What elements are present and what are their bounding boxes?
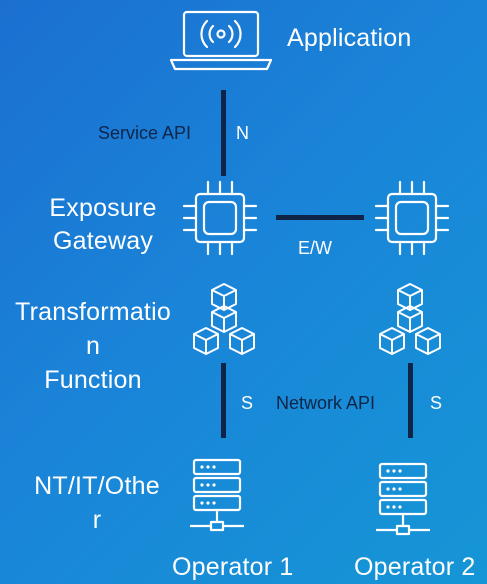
operator-2-gateway-chip-icon bbox=[370, 176, 454, 260]
n-connector-line bbox=[221, 90, 226, 176]
s-left-connector-line bbox=[221, 363, 226, 438]
nt-it-other-label-line-1: NT/IT/Othe bbox=[34, 472, 160, 500]
operator-1-label: Operator 1 bbox=[172, 553, 294, 581]
nt-it-other-label-line-2: r bbox=[92, 506, 102, 534]
s-left-label: S bbox=[241, 393, 254, 413]
operator-2-cubes-icon bbox=[374, 280, 446, 358]
operator-2-server-icon bbox=[374, 460, 450, 546]
operator-1-server-icon bbox=[188, 456, 264, 542]
e-w-label: E/W bbox=[298, 238, 332, 258]
transformation-function-label-line-1: Transformatio bbox=[15, 298, 171, 326]
application-label: Application bbox=[287, 24, 412, 52]
service-api-label: Service API bbox=[98, 123, 192, 143]
transformation-function-label-line-2: n bbox=[85, 332, 101, 360]
exposure-gateway-label-line-1: Exposure bbox=[49, 194, 157, 222]
operator-2-label: Operator 2 bbox=[354, 553, 476, 581]
transformation-cubes-icon bbox=[188, 280, 260, 358]
e-w-connector-line bbox=[276, 215, 364, 220]
transformation-function-label-line-3: Function bbox=[44, 366, 142, 394]
exposure-gateway-label-line-2: Gateway bbox=[52, 227, 154, 255]
network-api-label: Network API bbox=[276, 393, 376, 413]
n-label: N bbox=[236, 123, 249, 143]
exposure-gateway-chip-icon bbox=[178, 176, 262, 260]
s-right-label: S bbox=[430, 393, 443, 413]
s-right-connector-line bbox=[408, 363, 413, 438]
laptop-broadcast-icon bbox=[168, 8, 274, 74]
